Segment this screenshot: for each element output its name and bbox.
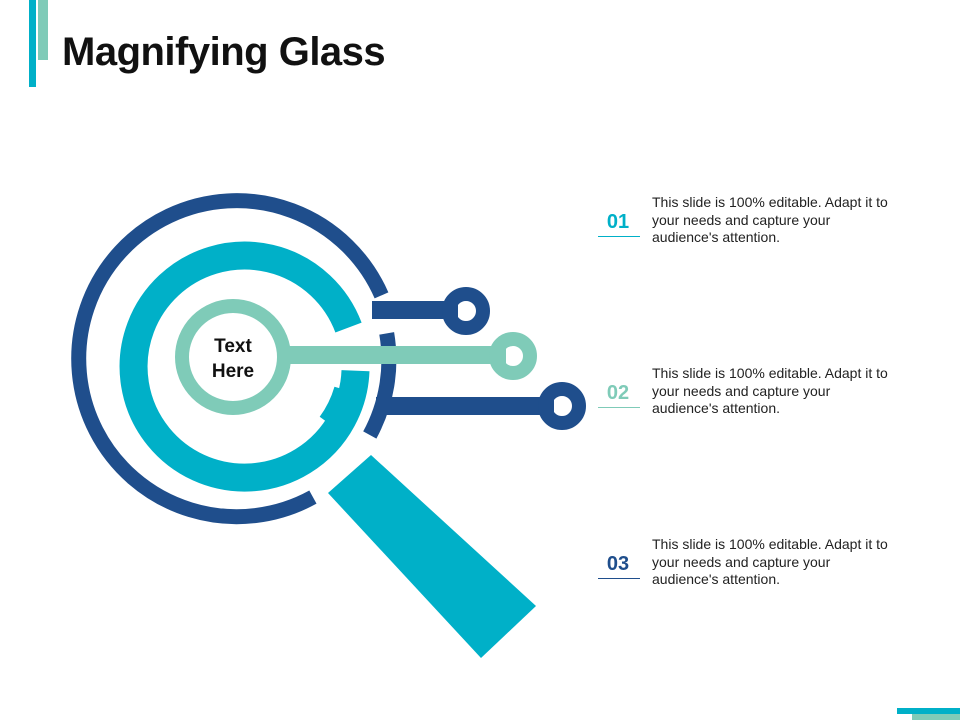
item-underline-03 (598, 578, 640, 579)
item-number-03: 03 (606, 553, 630, 575)
list-item-02: 02 This slide is 100% editable. Adapt it… (598, 365, 898, 435)
footer-accent-bar-light (912, 714, 960, 720)
item-number-02: 02 (606, 382, 630, 404)
center-label: Text Here (184, 334, 282, 384)
item-number-01: 01 (606, 211, 630, 233)
lens-ring-arc (119, 241, 370, 492)
title-accent-bar-light (38, 0, 48, 60)
outer-ring-arc (71, 193, 389, 525)
inner-ring (175, 299, 291, 415)
item-text-03: This slide is 100% editable. Adapt it to… (652, 536, 888, 587)
connector-node-1 (442, 287, 490, 335)
item-text-01: This slide is 100% editable. Adapt it to… (652, 194, 888, 245)
connector-line-3 (376, 397, 554, 415)
list-item-03: 03 This slide is 100% editable. Adapt it… (598, 536, 898, 606)
footer-accent-bar (897, 708, 960, 714)
center-label-line2: Here (211, 361, 255, 382)
connector-node-2 (489, 332, 537, 380)
center-label-line1: Text (214, 336, 252, 357)
item-underline-01 (598, 236, 640, 237)
outer-ring-arc-small (363, 332, 397, 439)
lens-ring-arc-lower (319, 386, 362, 434)
item-underline-02 (598, 407, 640, 408)
connector-line-2 (284, 346, 506, 364)
title-accent-bar (29, 0, 36, 87)
list-item-01: 01 This slide is 100% editable. Adapt it… (598, 194, 898, 264)
magnifier-handle (328, 455, 536, 658)
item-text-02: This slide is 100% editable. Adapt it to… (652, 365, 888, 416)
page-title: Magnifying Glass (62, 30, 386, 74)
connector-line-1 (372, 301, 458, 319)
connector-node-3 (538, 382, 586, 430)
